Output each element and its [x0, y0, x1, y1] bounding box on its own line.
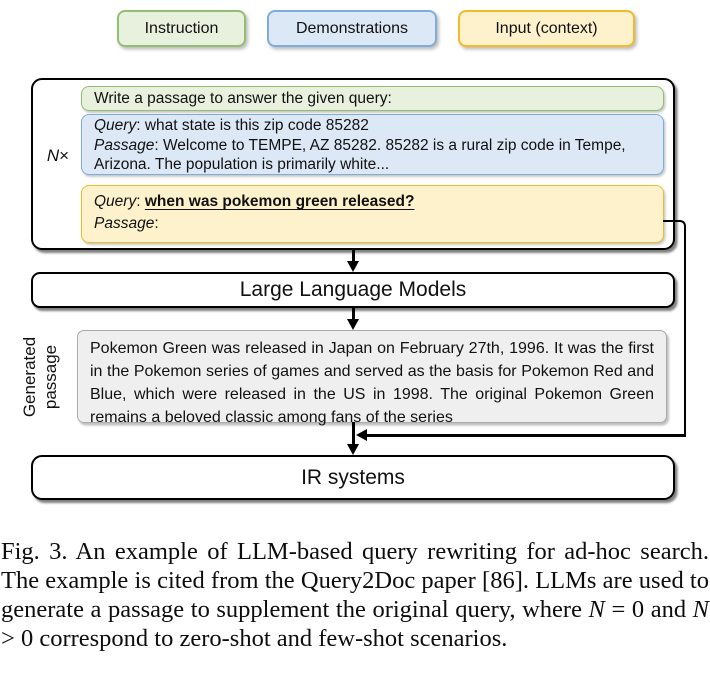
input-query-text: when was pokemon green released?: [144, 193, 415, 210]
arrow-down-icon: [347, 319, 359, 330]
generated-passage-box: Pokemon Green was released in Japan on F…: [77, 330, 667, 426]
demo-query-text: what state is this zip code 85282: [144, 117, 369, 134]
input-passage-line: Passage:: [94, 213, 651, 235]
legend-demonstrations: Demonstrations: [267, 10, 437, 47]
llm-box: Large Language Models: [31, 272, 675, 308]
arrow-down-icon: [347, 261, 359, 272]
instruction-box: Write a passage to answer the given quer…: [81, 86, 664, 111]
generated-passage-side-label: Generated passage: [19, 327, 63, 427]
demo-query-line: Query: what state is this zip code 85282: [94, 116, 651, 136]
caption-text-1: Fig. 3. An example of LLM-based query re…: [1, 538, 709, 623]
side-label-line1: Generated: [20, 336, 39, 418]
repeat-n: N: [46, 146, 60, 165]
legend-instruction: Instruction: [117, 10, 246, 47]
demo-passage-text: Welcome to TEMPE, AZ 85282. 85282 is a r…: [94, 136, 626, 174]
demo-passage-label: Passage: [94, 136, 155, 154]
caption-math-n1: N: [588, 596, 605, 623]
caption-text-2: and: [644, 596, 693, 623]
generated-passage-text: Pokemon Green was released in Japan on F…: [90, 340, 654, 426]
demo-query-label: Query: [94, 117, 137, 134]
input-passage-sep: :: [154, 215, 159, 232]
caption-text-3: correspond to zero-shot and few-shot sce…: [33, 625, 508, 652]
connector-line: [352, 422, 355, 445]
llm-box-label: Large Language Models: [239, 278, 467, 301]
input-box: Query: when was pokemon green released? …: [81, 185, 664, 243]
feedback-line: [663, 220, 686, 436]
arrow-left-icon: [356, 428, 367, 441]
side-label-line2: passage: [41, 344, 60, 410]
connector-line: [352, 250, 355, 263]
input-query-line: Query: when was pokemon green released?: [94, 191, 651, 213]
caption-math-rest1: = 0: [604, 596, 645, 623]
caption-math-n2: N: [692, 596, 709, 623]
prompt-box: N× Write a passage to answer the given q…: [31, 78, 675, 250]
repeat-count-label: N×: [35, 146, 81, 166]
input-query-label: Query: [94, 193, 137, 210]
legend-input-label: Input (context): [495, 19, 598, 37]
input-passage-label: Passage: [94, 215, 155, 232]
legend-instruction-label: Instruction: [144, 19, 219, 37]
feedback-line: [366, 434, 686, 437]
caption-math-rest2: > 0: [1, 625, 34, 652]
figure-caption: Fig. 3. An example of LLM-based query re…: [1, 537, 709, 653]
demo-query-sep: :: [136, 117, 145, 134]
input-query-sep: :: [136, 193, 145, 210]
legend-demonstrations-label: Demonstrations: [295, 19, 409, 37]
demo-passage-line: Passage: Welcome to TEMPE, AZ 85282. 852…: [94, 136, 651, 175]
legend-input: Input (context): [458, 10, 635, 47]
arrow-down-icon: [347, 444, 359, 455]
instruction-text: Write a passage to answer the given quer…: [94, 89, 392, 107]
demo-passage-sep: :: [154, 136, 163, 154]
demonstration-box: Query: what state is this zip code 85282…: [81, 114, 664, 175]
ir-systems-label: IR systems: [301, 465, 405, 489]
connector-line: [352, 307, 355, 320]
times-symbol: ×: [59, 146, 70, 165]
ir-systems-box: IR systems: [31, 455, 675, 500]
